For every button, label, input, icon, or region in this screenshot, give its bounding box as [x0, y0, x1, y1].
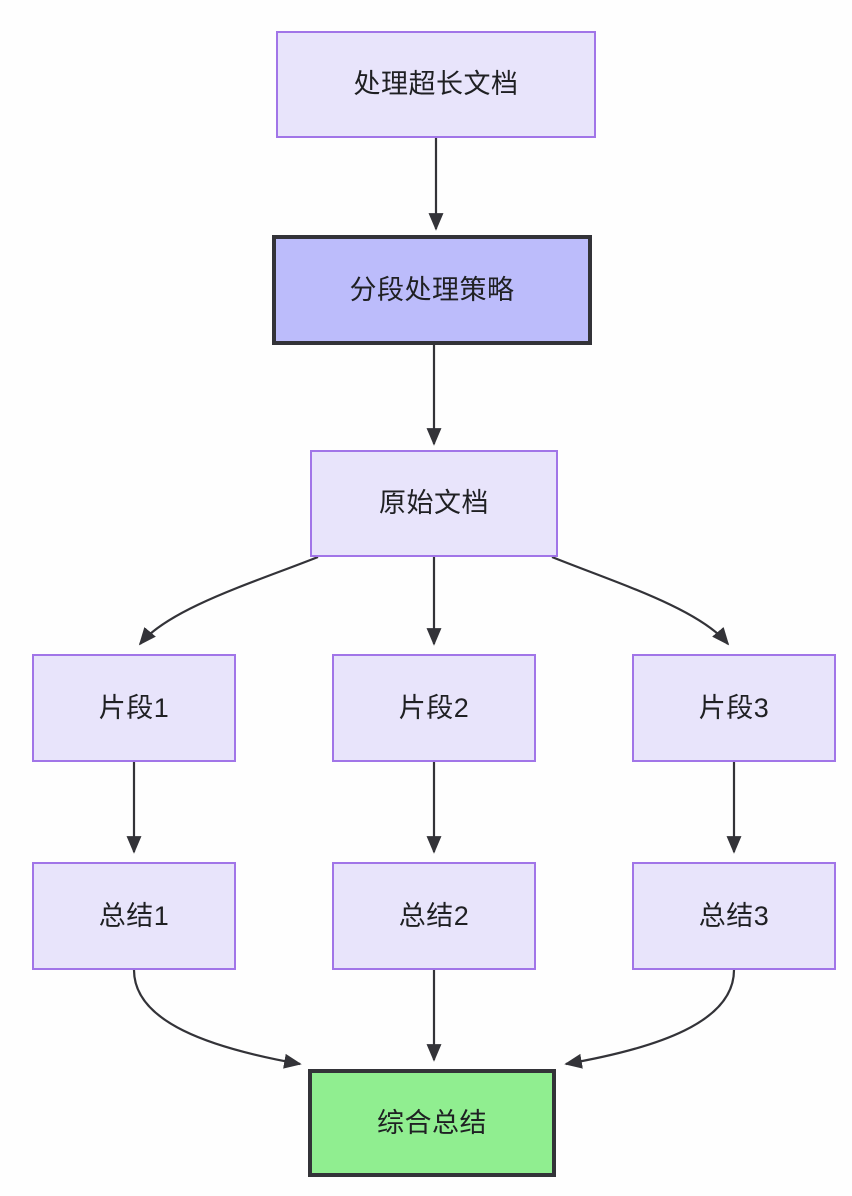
node-label-n1: 处理超长文档	[353, 69, 519, 100]
node-n1[interactable]: 处理超长文档	[276, 31, 596, 138]
node-n7[interactable]: 总结1	[32, 862, 236, 970]
node-label-n3: 原始文档	[379, 488, 489, 519]
node-n2[interactable]: 分段处理策略	[272, 235, 592, 345]
node-label-n9: 总结3	[698, 900, 770, 931]
node-label-n2: 分段处理策略	[349, 274, 515, 305]
edge-n9-to-n10	[564, 969, 736, 1069]
node-label-n4: 片段1	[98, 692, 170, 723]
edge-n3-to-n4	[138, 555, 319, 646]
node-label-n10: 综合总结	[377, 1107, 487, 1138]
node-label-n5: 片段2	[398, 692, 470, 723]
node-label-n6: 片段3	[698, 692, 770, 723]
node-n4[interactable]: 片段1	[32, 654, 236, 762]
node-n8[interactable]: 总结2	[332, 862, 536, 970]
node-n10[interactable]: 综合总结	[308, 1069, 556, 1177]
node-n3[interactable]: 原始文档	[310, 450, 558, 557]
node-label-n8: 总结2	[398, 900, 470, 931]
node-n6[interactable]: 片段3	[632, 654, 836, 762]
node-n5[interactable]: 片段2	[332, 654, 536, 762]
node-label-n7: 总结1	[98, 900, 170, 931]
edge-n7-to-n10	[132, 969, 302, 1069]
node-n9[interactable]: 总结3	[632, 862, 836, 970]
edge-n3-to-n6	[551, 555, 730, 646]
